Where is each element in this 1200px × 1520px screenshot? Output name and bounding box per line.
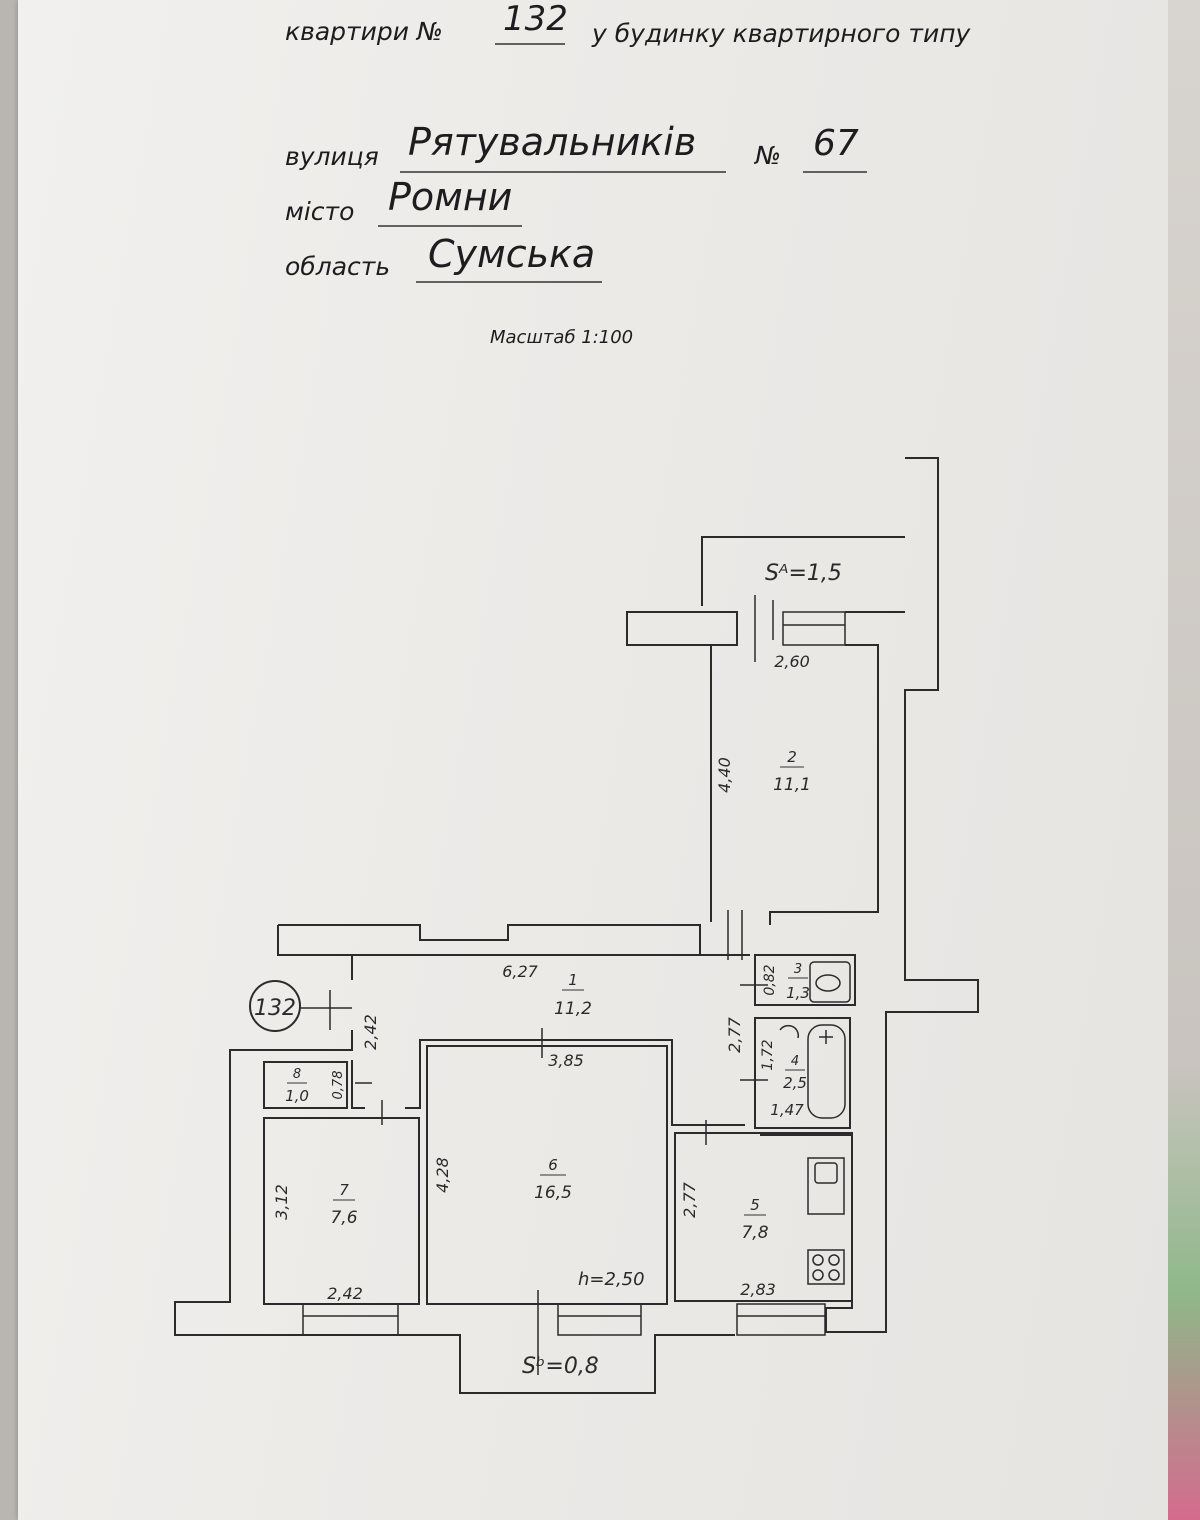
ceiling-height: h=2,50 <box>578 1269 645 1290</box>
wall-segment <box>426 1045 668 1305</box>
room-2-area: 11,1 <box>773 775 811 795</box>
dim-078: 0,78 <box>331 1071 346 1100</box>
region-name: Сумська <box>428 232 595 276</box>
dim-172: 1,72 <box>760 1039 776 1070</box>
city-name: Ромни <box>388 175 512 219</box>
room-3-number: 3 <box>794 962 802 977</box>
document-sheet <box>18 0 1180 1520</box>
toilet-bowl <box>815 974 841 992</box>
wall-segment <box>754 1017 851 1129</box>
room-labels: 1 11,2 2 11,1 3 1,3 4 2,5 5 7,8 6 16,5 7… <box>285 748 811 1243</box>
street-label: вулиця <box>285 142 379 171</box>
apartment-label: квартири № <box>285 17 443 46</box>
street-name: Рятувальників <box>408 120 696 164</box>
room-5-area: 7,8 <box>741 1223 768 1243</box>
dim-627: 6,27 <box>502 962 538 981</box>
house-type-text: у будинку квартирного типу <box>591 19 972 48</box>
background-edge <box>1168 0 1200 1520</box>
window <box>302 1303 399 1336</box>
wall-segment <box>263 1061 348 1109</box>
room-1-number: 1 <box>568 971 578 989</box>
room-5-number: 5 <box>750 1196 760 1214</box>
window <box>782 611 846 646</box>
scale-text: Масштаб 1:100 <box>490 327 633 348</box>
dim-277a: 2,77 <box>725 1016 744 1052</box>
unit-tag: 132 <box>254 996 296 1021</box>
room-6-area: 16,5 <box>534 1183 572 1203</box>
balcony-bottom-area: Sᵇ=0,8 <box>522 1354 599 1379</box>
room-4-area: 2,5 <box>783 1074 807 1092</box>
toilet-icon <box>809 961 851 1003</box>
dim-440: 4,40 <box>715 757 734 793</box>
room-7-number: 7 <box>339 1181 349 1199</box>
dim-242v: 2,42 <box>361 1014 380 1050</box>
window <box>736 1303 826 1336</box>
dim-312: 3,12 <box>272 1184 291 1220</box>
room-2-number: 2 <box>787 748 797 766</box>
stove-icon <box>807 1249 845 1285</box>
room-4-number: 4 <box>791 1054 799 1069</box>
dim-385: 3,85 <box>548 1051 584 1070</box>
unit-tag-circle <box>249 980 301 1032</box>
window <box>557 1303 642 1336</box>
dim-147: 1,47 <box>770 1101 804 1119</box>
city-label: місто <box>285 197 354 226</box>
room-8-number: 8 <box>293 1067 301 1082</box>
dim-283: 2,83 <box>740 1280 776 1299</box>
room-3-area: 1,3 <box>786 984 810 1002</box>
house-number: 67 <box>813 123 859 164</box>
number-label: № <box>753 141 781 170</box>
dim-082: 0,82 <box>762 964 778 995</box>
dimension-labels: 2,60 4,40 6,27 2,42 2,77 0,82 1,72 1,47 … <box>272 652 810 1303</box>
room-1-area: 11,2 <box>554 999 592 1019</box>
wall-segment <box>674 1132 853 1302</box>
sink-icon <box>807 1157 845 1215</box>
region-label: область <box>285 252 390 281</box>
dim-260: 2,60 <box>774 652 810 671</box>
fixtures <box>779 961 851 1285</box>
sink-icon <box>779 1024 800 1039</box>
bathtub-icon <box>807 1024 846 1119</box>
wall-segment <box>626 611 738 646</box>
dim-277b: 2,77 <box>680 1181 699 1217</box>
wall-outlines <box>174 457 979 1394</box>
wall-segment <box>754 954 856 1006</box>
room-7-area: 7,6 <box>330 1208 357 1228</box>
apartment-number: 132 <box>503 0 568 39</box>
dim-242h: 2,42 <box>327 1284 363 1303</box>
room-8-area: 1,0 <box>285 1087 309 1105</box>
balcony-top-area: Sᴬ=1,5 <box>765 561 842 586</box>
dim-428: 4,28 <box>433 1157 452 1193</box>
room-6-number: 6 <box>548 1156 558 1174</box>
